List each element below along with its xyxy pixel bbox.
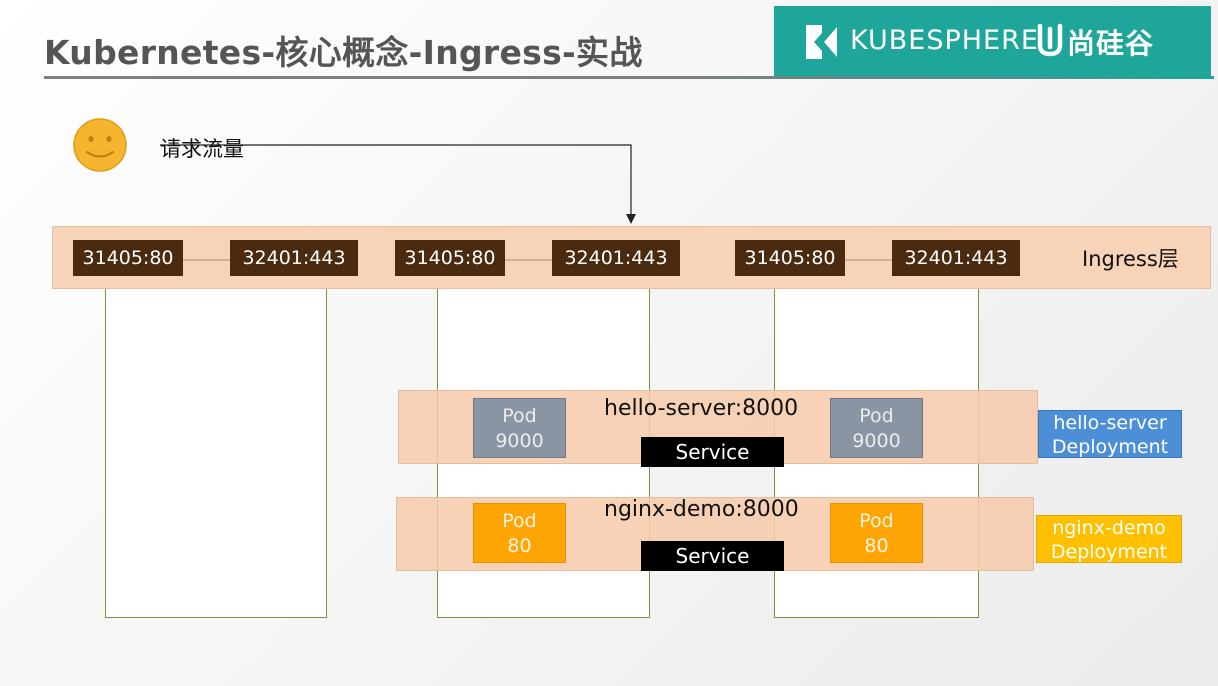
brand-name: KUBESPHERE bbox=[850, 25, 1039, 56]
service-name: hello-server:8000 bbox=[604, 396, 799, 421]
pod-port: 80 bbox=[507, 535, 532, 557]
deployment-kind: Deployment bbox=[1050, 541, 1168, 563]
node-port-http: 31405:80 bbox=[73, 240, 183, 276]
node-column bbox=[105, 280, 327, 618]
pod: Pod 9000 bbox=[473, 398, 566, 458]
deployment-name: hello-server bbox=[1053, 412, 1167, 434]
kubesphere-logo-icon bbox=[806, 25, 837, 59]
pod-port: 9000 bbox=[495, 430, 544, 452]
pod-label: Pod bbox=[502, 405, 537, 427]
node-port-https: 32401:443 bbox=[552, 240, 680, 276]
node-port-http: 31405:80 bbox=[735, 240, 845, 276]
deployment-label-nginx-demo: nginx-demo Deployment bbox=[1036, 515, 1182, 563]
slide-title: Kubernetes-核心概念-Ingress-实战 bbox=[44, 33, 643, 72]
deployment-kind: Deployment bbox=[1051, 436, 1169, 458]
brand-partner: 尚硅谷 bbox=[1067, 27, 1155, 60]
deployment-name: nginx-demo bbox=[1052, 517, 1166, 539]
node-port-https: 32401:443 bbox=[892, 240, 1020, 276]
service-box: Service bbox=[641, 541, 784, 571]
title-underline bbox=[44, 76, 1214, 79]
pod: Pod 9000 bbox=[830, 398, 923, 458]
pod-label: Pod bbox=[502, 510, 537, 532]
node-port-https: 32401:443 bbox=[230, 240, 358, 276]
smiley-face-icon bbox=[73, 118, 127, 172]
pod-label: Pod bbox=[859, 405, 894, 427]
pod-port: 9000 bbox=[852, 430, 901, 452]
deployment-label-hello-server: hello-server Deployment bbox=[1038, 410, 1182, 458]
node-port-http: 31405:80 bbox=[395, 240, 505, 276]
pod: Pod 80 bbox=[830, 503, 923, 563]
pod-port: 80 bbox=[864, 535, 889, 557]
service-name: nginx-demo:8000 bbox=[604, 497, 799, 522]
service-box: Service bbox=[641, 437, 784, 467]
pod-label: Pod bbox=[859, 510, 894, 532]
shangguigu-logo-icon bbox=[1037, 23, 1063, 57]
request-traffic-label: 请求流量 bbox=[160, 137, 244, 161]
pod: Pod 80 bbox=[473, 503, 566, 563]
ingress-layer-label: Ingress层 bbox=[1082, 247, 1179, 271]
brand-banner: KUBESPHERE 尚硅谷 bbox=[774, 6, 1211, 76]
